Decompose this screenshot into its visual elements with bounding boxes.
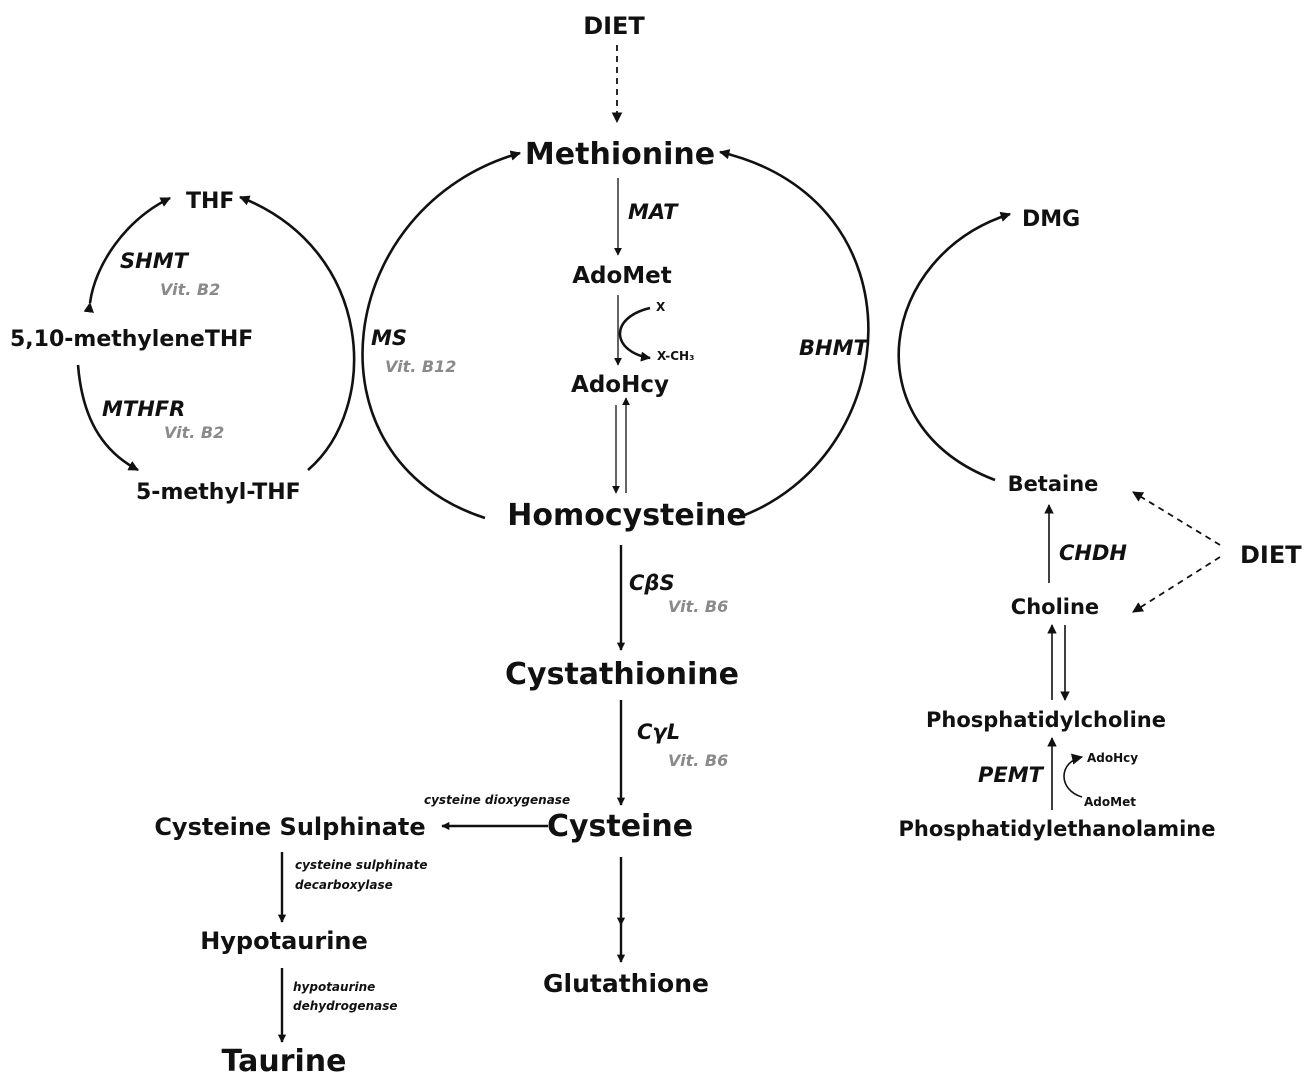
cysteine-dioxygenase-label: cysteine dioxygenase bbox=[424, 793, 570, 807]
pemt-adohcy-label: AdoHcy bbox=[1087, 751, 1138, 765]
ms-cycle-arc bbox=[361, 150, 522, 520]
thf-label: THF bbox=[186, 189, 234, 214]
methylene-to-methylthf-arc bbox=[76, 364, 139, 472]
adohcy-label: AdoHcy bbox=[571, 372, 669, 398]
adomet-label: AdoMet bbox=[572, 263, 672, 289]
diet-top-label: DIET bbox=[583, 12, 645, 40]
diet-to-choline-arrow bbox=[1132, 556, 1221, 613]
chdh-enzyme-label: CHDH bbox=[1059, 541, 1127, 565]
hypotaurine-label: Hypotaurine bbox=[200, 927, 368, 955]
glutathione-label: Glutathione bbox=[543, 969, 709, 998]
bhmt-enzyme-label: BHMT bbox=[799, 336, 869, 360]
dmg-label: DMG bbox=[1022, 207, 1080, 232]
cyl-enzyme-label: CγL bbox=[637, 720, 680, 744]
methyl-transfer-arrow bbox=[618, 306, 651, 362]
x-label: X bbox=[656, 300, 666, 314]
mthfr-enzyme-label: MTHFR bbox=[102, 397, 185, 421]
enzymes: MAT MS BHMT SHMT MTHFR CβS CγL CHDH PEMT… bbox=[102, 200, 1127, 1013]
methyl-thf-label: 5-methyl-THF bbox=[136, 480, 301, 505]
htd-label-line1: hypotaurine bbox=[293, 980, 375, 994]
cysteine-sulphinate-label: Cysteine Sulphinate bbox=[154, 813, 425, 841]
csd-label-line1: cysteine sulphinate bbox=[295, 858, 428, 872]
pemt-enzyme-label: PEMT bbox=[978, 763, 1045, 787]
diet-right-label: DIET bbox=[1240, 541, 1302, 569]
cysteine-label: Cysteine bbox=[547, 809, 693, 844]
ms-enzyme-label: MS bbox=[371, 326, 407, 350]
connectors bbox=[76, 45, 1221, 1043]
choline-label: Choline bbox=[1011, 595, 1099, 619]
phosphatidylethanolamine-label: Phosphatidylethanolamine bbox=[899, 817, 1216, 841]
mat-enzyme-label: MAT bbox=[628, 200, 679, 224]
methylthf-to-thf-arc bbox=[239, 195, 356, 471]
shmt-cofactor-label: Vit. B2 bbox=[160, 280, 220, 299]
pemt-adomet-label: AdoMet bbox=[1084, 795, 1136, 809]
phosphatidylcholine-label: Phosphatidylcholine bbox=[926, 708, 1166, 732]
methylene-thf-label: 5,10-methyleneTHF bbox=[10, 327, 253, 352]
methionine-label: Methionine bbox=[525, 137, 715, 172]
cystathionine-label: Cystathionine bbox=[505, 657, 739, 692]
pemt-methyl-arrow bbox=[1063, 753, 1084, 798]
cbs-cofactor-label: Vit. B6 bbox=[668, 597, 728, 616]
csd-label-line2: decarboxylase bbox=[295, 878, 393, 892]
metabolites: DIET Methionine AdoMet X X-CH₃ AdoHcy Ho… bbox=[10, 12, 1302, 1075]
homocysteine-label: Homocysteine bbox=[507, 498, 746, 533]
cbs-enzyme-label: CβS bbox=[629, 571, 675, 595]
cyl-cofactor-label: Vit. B6 bbox=[668, 751, 728, 770]
bhmt-cycle-arc bbox=[718, 149, 870, 520]
betaine-to-dmg-arc bbox=[897, 211, 1011, 482]
x-ch3-label: X-CH₃ bbox=[657, 349, 694, 363]
cofactors: Vit. B2 Vit. B2 Vit. B12 Vit. B6 Vit. B6 bbox=[160, 280, 728, 770]
mthfr-cofactor-label: Vit. B2 bbox=[164, 423, 224, 442]
taurine-label: Taurine bbox=[222, 1044, 347, 1075]
htd-label-line2: dehydrogenase bbox=[293, 999, 398, 1013]
diet-to-betaine-arrow bbox=[1132, 491, 1221, 546]
ms-cofactor-label: Vit. B12 bbox=[385, 357, 456, 376]
shmt-enzyme-label: SHMT bbox=[120, 249, 190, 273]
thf-methylene-arc bbox=[83, 196, 171, 313]
betaine-label: Betaine bbox=[1008, 472, 1099, 496]
